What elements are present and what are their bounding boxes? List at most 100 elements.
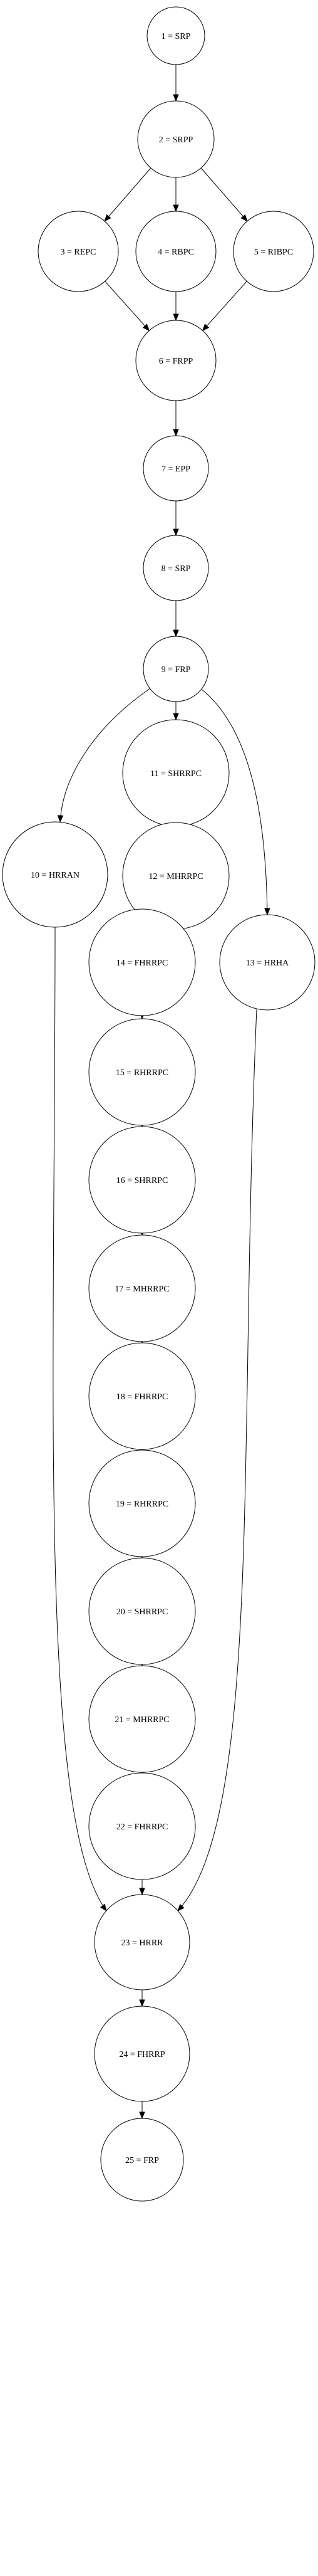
- node-label: 21 = MHRRPC: [115, 1715, 169, 1725]
- node-label: 24 = FHRRP: [119, 2050, 165, 2059]
- node-label: 15 = RHRRPC: [116, 1068, 168, 1078]
- arrowhead: [240, 214, 248, 222]
- node-17: 17 = MHRRPC: [88, 1234, 196, 1342]
- node-label: 16 = SHRRPC: [116, 1176, 168, 1185]
- arrowhead: [177, 1904, 185, 1911]
- node-label: 13 = HRHA: [246, 959, 289, 968]
- node-4: 4 = RBPC: [135, 211, 217, 292]
- edge-6-to-7: [173, 401, 179, 437]
- node-25: 25 = FRP: [100, 2118, 184, 2202]
- node-23: 23 = HRRR: [94, 1894, 190, 1990]
- arrowhead: [173, 629, 179, 638]
- node-8: 8 = SRP: [143, 535, 209, 601]
- node-circle: [135, 211, 217, 292]
- node-3: 3 = REPC: [38, 211, 119, 292]
- node-label: 8 = SRP: [162, 564, 191, 574]
- edge-1-to-2: [173, 65, 179, 102]
- node-1: 1 = SRP: [146, 6, 205, 65]
- node-label: 10 = HRRAN: [31, 871, 80, 880]
- edge-4-to-6: [173, 292, 179, 322]
- node-circle: [143, 435, 209, 502]
- node-circle: [137, 100, 215, 178]
- arrowhead: [173, 204, 179, 213]
- node-label: 17 = MHRRPC: [115, 1285, 169, 1294]
- node-12: 12 = MHRRPC: [122, 822, 230, 930]
- edge-24-to-25: [139, 2101, 145, 2120]
- edge-10-to-23: [53, 927, 107, 1912]
- node-6: 6 = FRPP: [135, 320, 217, 401]
- node-5: 5 = RIBPC: [233, 211, 314, 292]
- node-label: 14 = FHRRPC: [116, 959, 168, 968]
- node-24: 24 = FHRRP: [94, 2006, 190, 2102]
- node-label: 3 = REPC: [61, 248, 96, 257]
- node-circle: [94, 1894, 190, 1990]
- node-circle: [94, 2006, 190, 2102]
- node-circle: [143, 636, 209, 702]
- node-label: 5 = RIBPC: [254, 248, 293, 257]
- edge-2-to-4: [173, 177, 179, 213]
- node-11: 11 = SHRRPC: [122, 719, 230, 827]
- node-circle: [88, 1557, 196, 1665]
- edge-23-to-24: [139, 1990, 145, 2007]
- node-circle: [219, 914, 315, 1011]
- edge-line: [200, 688, 268, 915]
- arrowhead: [100, 1903, 107, 1912]
- node-label: 1 = SRP: [162, 32, 191, 41]
- edge-line: [59, 688, 151, 823]
- node-20: 20 = SHRRPC: [88, 1557, 196, 1665]
- node-circle: [88, 908, 196, 1016]
- node-circle: [233, 211, 314, 292]
- node-circle: [88, 1342, 196, 1450]
- edge-2-to-3: [104, 167, 151, 222]
- arrowhead: [173, 713, 179, 721]
- edge-7-to-8: [173, 501, 179, 537]
- node-circle: [146, 6, 205, 65]
- arrowhead: [264, 908, 270, 916]
- arrowhead: [139, 1999, 145, 2007]
- arrowhead: [173, 429, 179, 437]
- arrowhead: [57, 815, 64, 823]
- edge-line: [104, 167, 151, 222]
- edge-22-to-23: [139, 1879, 145, 1896]
- node-label: 12 = MHRRPC: [148, 872, 203, 881]
- arrowhead: [202, 323, 210, 332]
- node-label: 19 = RHRRPC: [116, 1500, 168, 1509]
- edge-9-to-13: [200, 688, 270, 916]
- node-label: 25 = FRP: [125, 2156, 159, 2165]
- node-circle: [88, 1449, 196, 1557]
- edge-line: [202, 281, 247, 331]
- edge-line: [177, 1009, 257, 1911]
- node-label: 11 = SHRRPC: [150, 769, 202, 779]
- node-circle: [100, 2118, 184, 2202]
- node-label: 6 = FRPP: [159, 357, 193, 366]
- node-label: 4 = RBPC: [158, 248, 194, 257]
- node-label: 22 = FHRRPC: [116, 1822, 168, 1832]
- arrowhead: [173, 94, 179, 102]
- node-circle: [88, 1665, 196, 1773]
- arrowhead: [173, 313, 179, 322]
- node-label: 2 = SRPP: [159, 135, 193, 145]
- edge-9-to-10: [57, 688, 151, 823]
- nodes-layer: 1 = SRP 2 = SRPP 3 = REPC 4 = RBPC 5 = RIBPC…: [2, 6, 315, 2202]
- node-label: 20 = SHRRPC: [116, 1607, 168, 1617]
- node-14: 14 = FHRRPC: [88, 908, 196, 1016]
- edge-2-to-5: [200, 167, 248, 222]
- node-circle: [88, 1772, 196, 1880]
- node-circle: [88, 1018, 196, 1126]
- node-16: 16 = SHRRPC: [88, 1126, 196, 1234]
- node-label: 18 = FHRRPC: [116, 1392, 168, 1402]
- node-circle: [143, 535, 209, 601]
- edge-8-to-9: [173, 601, 179, 638]
- edge-line: [53, 927, 107, 1911]
- arrowhead: [104, 214, 111, 222]
- node-10: 10 = HRRAN: [2, 821, 108, 928]
- edge-5-to-6: [202, 281, 247, 332]
- node-7: 7 = EPP: [143, 435, 209, 502]
- edge-9-to-11: [173, 702, 179, 721]
- node-19: 19 = RHRRPC: [88, 1449, 196, 1557]
- node-18: 18 = FHRRPC: [88, 1342, 196, 1450]
- arrowhead: [142, 323, 150, 332]
- arrowhead: [139, 1888, 145, 1896]
